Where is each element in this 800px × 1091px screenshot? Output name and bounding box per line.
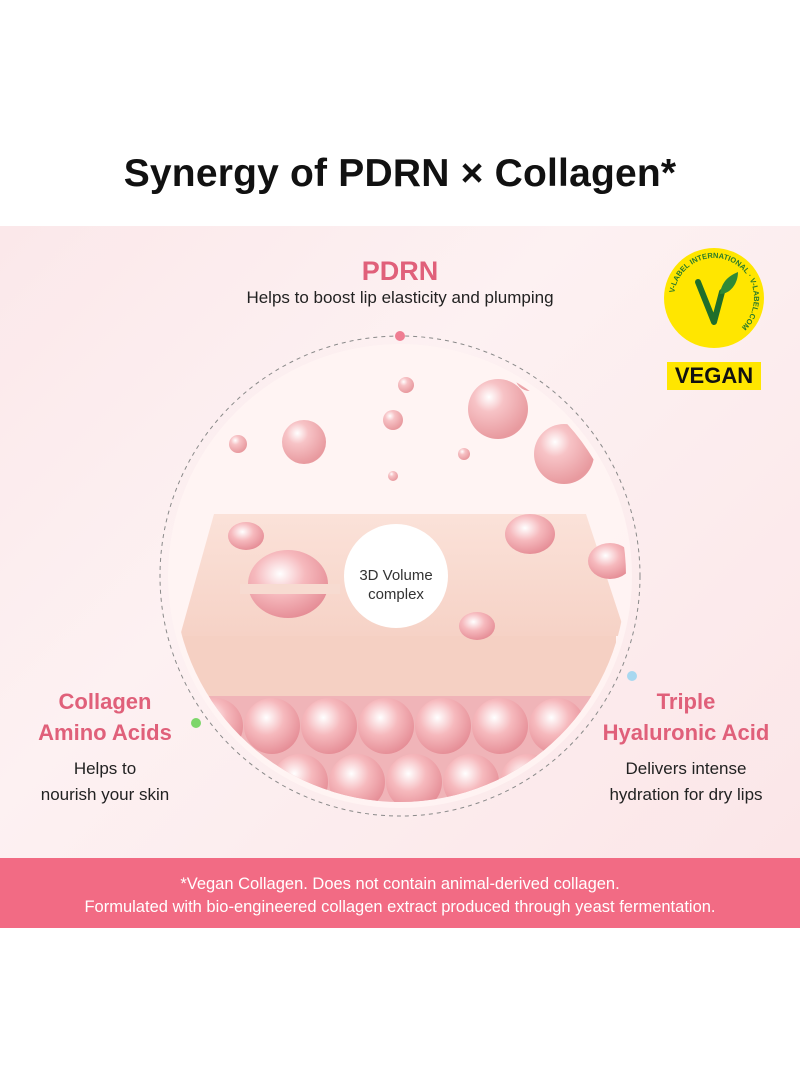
- collagen-dot: [191, 718, 201, 728]
- bubble: [468, 379, 528, 439]
- skin-dome: [588, 543, 626, 579]
- skin-illustration: [159, 331, 641, 817]
- pdrn-dot: [395, 331, 405, 341]
- hyaluronic-title: Triple Hyaluronic Acid: [602, 689, 770, 745]
- pdrn-description: Helps to boost lip elasticity and plumpi…: [246, 288, 554, 307]
- bubble: [229, 435, 247, 453]
- vegan-badge: V-LABEL INTERNATIONAL · V-LABEL.COM VEGA…: [664, 248, 764, 394]
- collagen-description: Helps to nourish your skin: [40, 759, 170, 804]
- bubble: [383, 410, 403, 430]
- skin-layer-side: [180, 636, 616, 696]
- skin-dome: [459, 612, 495, 640]
- bubble: [534, 424, 594, 484]
- v-label-icon: V-LABEL INTERNATIONAL · V-LABEL.COM: [667, 251, 761, 332]
- bubble: [398, 377, 414, 393]
- vegan-label: VEGAN: [667, 362, 761, 390]
- footer-line-1: *Vegan Collagen. Does not contain animal…: [180, 875, 620, 893]
- hyaluronic-dot: [627, 671, 637, 681]
- page-title: Synergy of PDRN × Collagen*: [123, 152, 677, 195]
- bubble: [458, 448, 470, 460]
- center-label: 3D Volume complex: [359, 567, 433, 603]
- infographic-panel: PDRN Helps to boost lip elasticity and p…: [0, 226, 800, 858]
- hyaluronic-description: Delivers intense hydration for dry lips: [609, 759, 763, 804]
- footer-line-2: Formulated with bio-engineered collagen …: [84, 898, 716, 916]
- pdrn-title: PDRN: [361, 256, 439, 286]
- v-label-logo: [664, 248, 764, 348]
- center-label-circle: [344, 524, 448, 628]
- footer-disclaimer: *Vegan Collagen. Does not contain animal…: [0, 858, 800, 928]
- skin-dome: [228, 522, 264, 550]
- collagen-title: Collagen Amino Acids: [38, 689, 172, 745]
- skin-dome: [505, 514, 555, 554]
- bubble: [388, 471, 398, 481]
- bubble: [282, 420, 326, 464]
